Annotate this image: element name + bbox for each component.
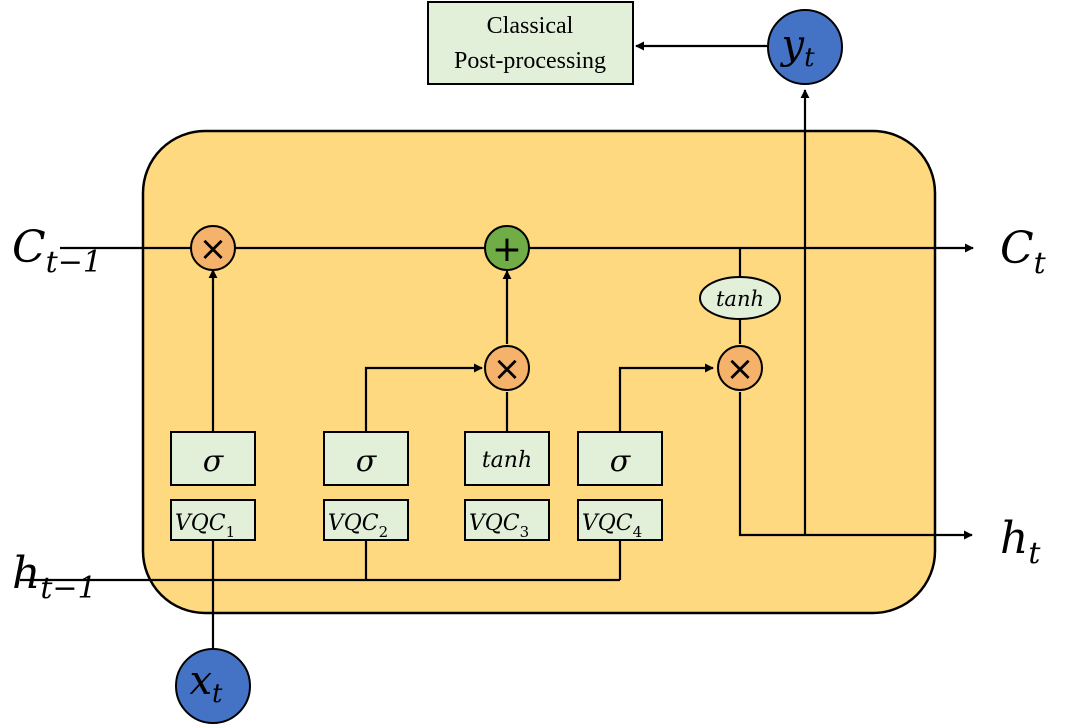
add-node: + [484,225,530,271]
activation-label-3: tanh [482,448,532,473]
vqc-box-1 [170,499,256,541]
c-next-label: Ct [1000,223,1047,281]
activation-box-1 [170,431,256,486]
lstm-cell-body [141,129,937,615]
vqc-name-3: VQC [469,511,520,536]
activation-box-2 [323,431,409,486]
vqc-index-1: 1 [226,523,236,541]
output-multiply-node: × [717,345,763,391]
vqc-label-3: VQC3 [469,511,529,541]
x-input-node: xt [175,648,251,724]
c-prev-sub: t−1 [46,245,102,280]
vqc-label-2: VQC2 [328,511,388,541]
multiply-icon: × [493,349,522,389]
activation-label-2: σ [356,444,378,479]
x-label: xt [189,658,223,709]
c-prev-base: C [12,222,46,273]
h-next-base: h [1000,513,1028,564]
vqc-label-1: VQC1 [175,511,235,541]
gate-4: σ VQC4 [577,431,663,541]
vqc-index-4: 4 [633,523,643,541]
vqc-name-4: VQC [582,511,633,536]
vqc-index-3: 3 [520,523,530,541]
postprocess-line1: Classical [487,13,574,39]
hidden-output-arrow [738,392,973,540]
activation-box-4 [577,431,663,486]
c-next-base: C [1000,223,1034,274]
multiply-icon: × [726,349,755,389]
h-prev-base: h [12,548,40,599]
h-prev-label: ht−1 [12,548,97,606]
y-base: y [779,22,805,68]
output-tanh-label: tanh [716,287,764,311]
gate-3: tanh VQC3 [464,431,550,541]
vqc-name-1: VQC [175,511,226,536]
vqc-name-2: VQC [328,511,379,536]
vqc-box-4 [577,499,663,541]
forget-multiply-node: × [190,225,236,271]
vqc-label-4: VQC4 [582,511,642,541]
vqc-box-2 [323,499,409,541]
h-next-label: ht [1000,513,1041,571]
activation-box-3 [464,431,550,486]
c-prev-label: Ct−1 [12,222,102,280]
postprocess-box: Classical Post-processing [427,1,634,85]
output-gate-arrow [618,363,714,432]
y-sub: t [804,43,815,73]
activation-label-4: σ [610,444,632,479]
gate-2: σ VQC2 [323,431,409,541]
output-tanh-node: tanh [699,276,781,320]
vqc-box-3 [464,499,550,541]
activation-label-1: σ [203,444,225,479]
h-prev-sub: t−1 [40,571,96,606]
x-base: x [189,658,212,704]
gate-1: σ VQC1 [170,431,256,541]
y-label: yt [779,22,815,73]
y-output-node: yt [767,9,843,85]
input-gate-arrow [364,363,483,432]
plus-icon: + [492,229,522,270]
x-sub: t [212,679,223,709]
c-next-sub: t [1034,246,1047,281]
multiply-icon: × [199,229,228,269]
input-multiply-node: × [484,345,530,391]
vqc-index-2: 2 [379,523,389,541]
postprocess-line2: Post-processing [454,48,606,74]
h-next-sub: t [1028,536,1041,571]
connections [20,41,974,655]
